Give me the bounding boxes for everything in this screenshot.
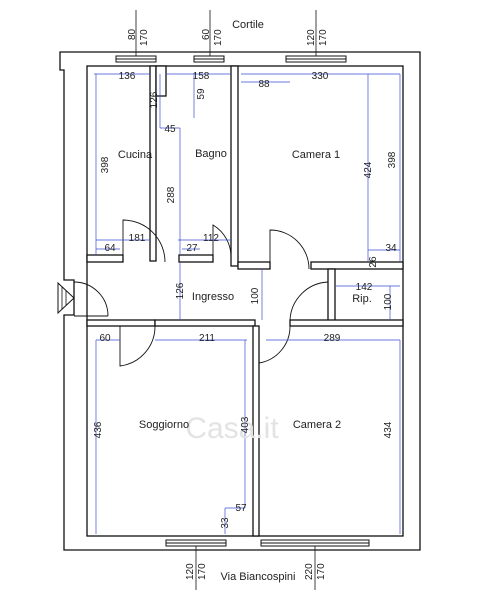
dim-126-ingresso: 126 <box>175 282 186 299</box>
door-camera2 <box>258 325 291 364</box>
wall-camera1-bottom-right <box>310 261 404 270</box>
dim-330: 330 <box>312 71 329 82</box>
win4-height: 170 <box>197 563 208 580</box>
dim-57: 57 <box>235 503 247 514</box>
dim-100-ingresso: 100 <box>250 287 261 304</box>
wall-bagno-camera1 <box>230 65 239 267</box>
win5-height: 170 <box>316 563 327 580</box>
wall-cucina-bagno <box>149 65 157 262</box>
room-ingresso: Ingresso <box>192 291 234 303</box>
horizontal-dimension-labels: 136 158 330 88 45 181 64 27 112 34 142 6… <box>99 71 397 514</box>
room-camera2: Camera 2 <box>293 419 341 431</box>
room-rip: Rip. <box>352 293 372 305</box>
interior-walls <box>86 65 404 537</box>
door-bagno <box>212 224 232 262</box>
dim-398-camera1: 398 <box>387 151 398 168</box>
dim-64: 64 <box>104 243 116 254</box>
wall-soggiorno-camera2 <box>252 325 260 537</box>
room-camera1: Camera 1 <box>292 149 340 161</box>
dim-211: 211 <box>199 333 215 344</box>
dim-181: 181 <box>129 233 146 244</box>
win1-height: 170 <box>139 29 150 46</box>
vertical-dimension-labels: 126 59 398 288 424 398 26 126 100 100 43… <box>93 88 398 529</box>
dim-34: 34 <box>385 243 397 254</box>
wall-rip-left <box>327 268 336 325</box>
dim-45: 45 <box>164 124 176 135</box>
doors <box>73 219 329 367</box>
door-camera1 <box>269 229 310 270</box>
dim-289: 289 <box>324 333 341 344</box>
dim-59: 59 <box>196 88 207 100</box>
room-soggiorno: Soggiorno <box>139 419 189 431</box>
win5-width: 220 <box>304 563 315 580</box>
dim-436: 436 <box>93 421 104 438</box>
entrance-arrow-icon <box>57 281 75 315</box>
dim-142: 142 <box>356 282 373 293</box>
room-labels: Cucina Bagno Camera 1 Ingresso Rip. Sogg… <box>118 148 372 431</box>
window-ticks <box>135 10 317 590</box>
bottom-street-label: Via Biancospini <box>220 571 295 583</box>
dim-88: 88 <box>258 79 270 90</box>
door-rip <box>289 281 329 321</box>
wall-soggiorno-top-mid <box>154 319 256 327</box>
wall-camera2-top <box>289 319 404 327</box>
window-dimension-labels: 80 170 60 170 120 170 120 170 220 170 <box>127 28 329 580</box>
top-street-label: Cortile <box>232 19 264 31</box>
dim-158: 158 <box>193 71 210 82</box>
room-cucina: Cucina <box>118 149 153 161</box>
dim-288: 288 <box>166 186 177 203</box>
dim-26: 26 <box>368 256 379 268</box>
dim-424: 424 <box>363 161 374 178</box>
wall-camera1-bottom-left <box>237 261 271 270</box>
door-cucina <box>122 219 166 263</box>
dim-33: 33 <box>220 517 231 529</box>
dim-403: 403 <box>240 416 251 433</box>
dimension-lines <box>94 73 401 534</box>
win4-width: 120 <box>185 563 196 580</box>
door-soggiorno <box>119 325 156 367</box>
dim-126-bagno: 126 <box>149 91 160 108</box>
win2-width: 60 <box>201 28 212 40</box>
room-bagno: Bagno <box>195 148 227 160</box>
dim-398-cucina: 398 <box>100 156 111 173</box>
watermark-text: Casa.it <box>185 412 279 445</box>
dim-136: 136 <box>119 71 136 82</box>
inner-wall-outline <box>86 65 404 537</box>
win1-width: 80 <box>127 28 138 40</box>
door-entrance <box>73 281 109 317</box>
wall-bagno-bottom <box>178 254 214 263</box>
wall-soggiorno-top-left <box>86 319 156 327</box>
dim-27: 27 <box>186 243 198 254</box>
win2-height: 170 <box>213 29 224 46</box>
win3-height: 170 <box>318 29 329 46</box>
wall-bagno-step <box>155 65 167 97</box>
dim-112: 112 <box>203 233 219 244</box>
dim-60: 60 <box>99 333 111 344</box>
wall-cucina-bottom-left <box>86 254 124 263</box>
dim-434: 434 <box>383 421 394 438</box>
dim-100-rip: 100 <box>383 293 394 310</box>
win3-width: 120 <box>306 29 317 46</box>
